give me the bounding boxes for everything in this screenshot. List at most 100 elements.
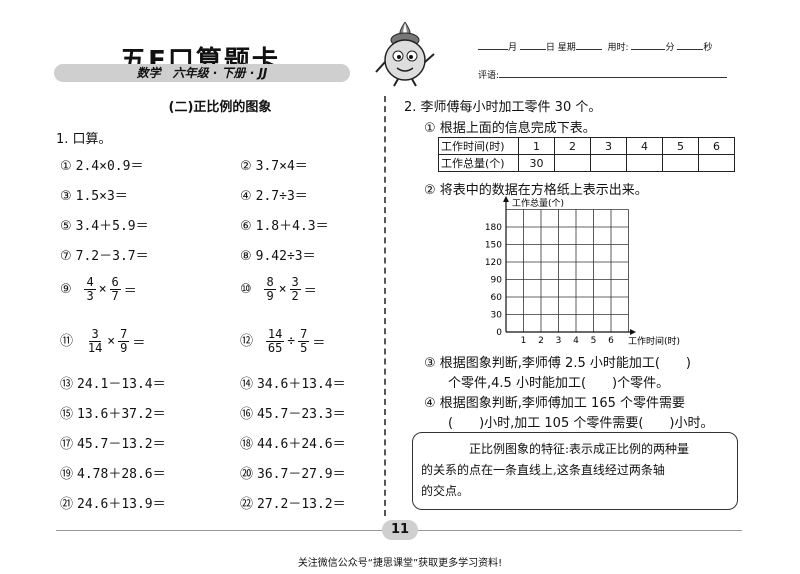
- minutes-blank[interactable]: [631, 41, 666, 50]
- y-tick-label: 180: [485, 223, 502, 233]
- weekday-label: 星期: [557, 43, 576, 53]
- table-cell: 2: [554, 137, 591, 155]
- date-line: 月 日 星期 用时: 分 秒: [478, 40, 712, 53]
- y-ticks: 0 30 60 90 120 150 180: [485, 223, 502, 338]
- seconds-label: 秒: [703, 43, 713, 53]
- y-tick-label: 120: [485, 258, 502, 268]
- table-cell: 1: [518, 137, 555, 155]
- mascot-icon: [375, 21, 435, 87]
- x-ticks: 1 2 3 4 5 6: [521, 336, 615, 346]
- y-tick-label: 60: [491, 293, 503, 303]
- table-cell: 6: [698, 137, 735, 155]
- y-axis-title: 工作总量(个): [512, 197, 564, 209]
- comment-label: 评语:: [478, 71, 500, 81]
- y-tick-label: 150: [485, 241, 502, 251]
- table-header-time: 工作时间(时): [438, 137, 519, 155]
- minutes-label: 分: [665, 43, 675, 53]
- y-tick-label: 0: [496, 328, 502, 338]
- page-number: 11: [382, 520, 418, 540]
- month-label: 月: [508, 43, 518, 53]
- x-axis-arrow-icon: [630, 329, 636, 335]
- section-title: (二)正比例的图象: [168, 100, 272, 115]
- tip-line-3: 的交点。: [421, 484, 470, 498]
- x-axis-title: 工作时间(时): [628, 335, 680, 347]
- step-2-text: ② 将表中的数据在方格纸上表示出来。: [424, 183, 648, 198]
- question-2-title: 2. 李师傅每小时加工零件 30 个。: [404, 100, 602, 115]
- answer-cell[interactable]: [590, 154, 627, 172]
- table-cell: 30: [518, 154, 555, 172]
- weekday-blank[interactable]: [575, 41, 602, 50]
- comment-blank[interactable]: [499, 69, 728, 78]
- table-cell: 3: [590, 137, 627, 155]
- table-row: 工作总量(个) 30: [438, 154, 735, 172]
- tip-line-2: 的关系的点在一条直线上,这条直线经过两条轴: [421, 463, 665, 477]
- footer-notice: 关注微信公众号“捷思课堂”获取更多学习资料!: [297, 558, 503, 569]
- table-row: 工作时间(时) 1 2 3 4 5 6: [438, 137, 735, 155]
- step-3-line-2: 个零件,4.5 小时能加工( )个零件。: [448, 376, 670, 391]
- grid-chart[interactable]: 工作总量(个) 工作时间(时) 0 30 60 90 120 150 180 1 2 3 4 5 6: [470, 194, 700, 350]
- step-4-line-2: ( )小时,加工 105 个零件需要( )小时。: [448, 416, 714, 431]
- answer-cell[interactable]: [662, 154, 699, 172]
- y-axis-arrow-icon: [503, 196, 509, 202]
- x-tick-label: 6: [608, 336, 614, 346]
- day-label: 日: [545, 43, 555, 53]
- column-divider: [384, 96, 386, 516]
- tip-box: 正比例图象的特征:表示成正比例的两种量 的关系的点在一条直线上,这条直线经过两条…: [412, 432, 738, 510]
- time-used-label: 用时:: [607, 43, 629, 53]
- x-tick-label: 5: [591, 336, 597, 346]
- y-tick-label: 90: [491, 276, 503, 286]
- comment-line: 评语:: [478, 68, 728, 81]
- x-tick-label: 4: [573, 336, 579, 346]
- work-table: 工作时间(时) 1 2 3 4 5 6 工作总量(个) 30: [438, 137, 735, 172]
- answer-cell[interactable]: [554, 154, 591, 172]
- day-blank[interactable]: [519, 41, 546, 50]
- month-blank[interactable]: [478, 41, 508, 50]
- tip-line-1: 正比例图象的特征:表示成正比例的两种量: [469, 442, 690, 456]
- table-cell: 5: [662, 137, 699, 155]
- seconds-blank[interactable]: [677, 41, 704, 50]
- y-tick-label: 30: [491, 311, 503, 321]
- step-1-text: ① 根据上面的信息完成下表。: [424, 121, 596, 136]
- answer-cell[interactable]: [626, 154, 663, 172]
- table-cell: 4: [626, 137, 663, 155]
- step-3-line-1: ③ 根据图象判断,李师傅 2.5 小时能加工( ): [424, 356, 692, 371]
- question-1-title: 1. 口算。: [56, 132, 112, 147]
- chart-grid: [506, 209, 629, 332]
- chart-axes: [503, 196, 636, 335]
- x-tick-label: 3: [556, 336, 562, 346]
- answer-cell[interactable]: [698, 154, 735, 172]
- x-tick-label: 1: [521, 336, 527, 346]
- subtitle-bar: 数学 六年级 · 下册 · JJ: [54, 64, 350, 82]
- x-tick-label: 2: [538, 336, 544, 346]
